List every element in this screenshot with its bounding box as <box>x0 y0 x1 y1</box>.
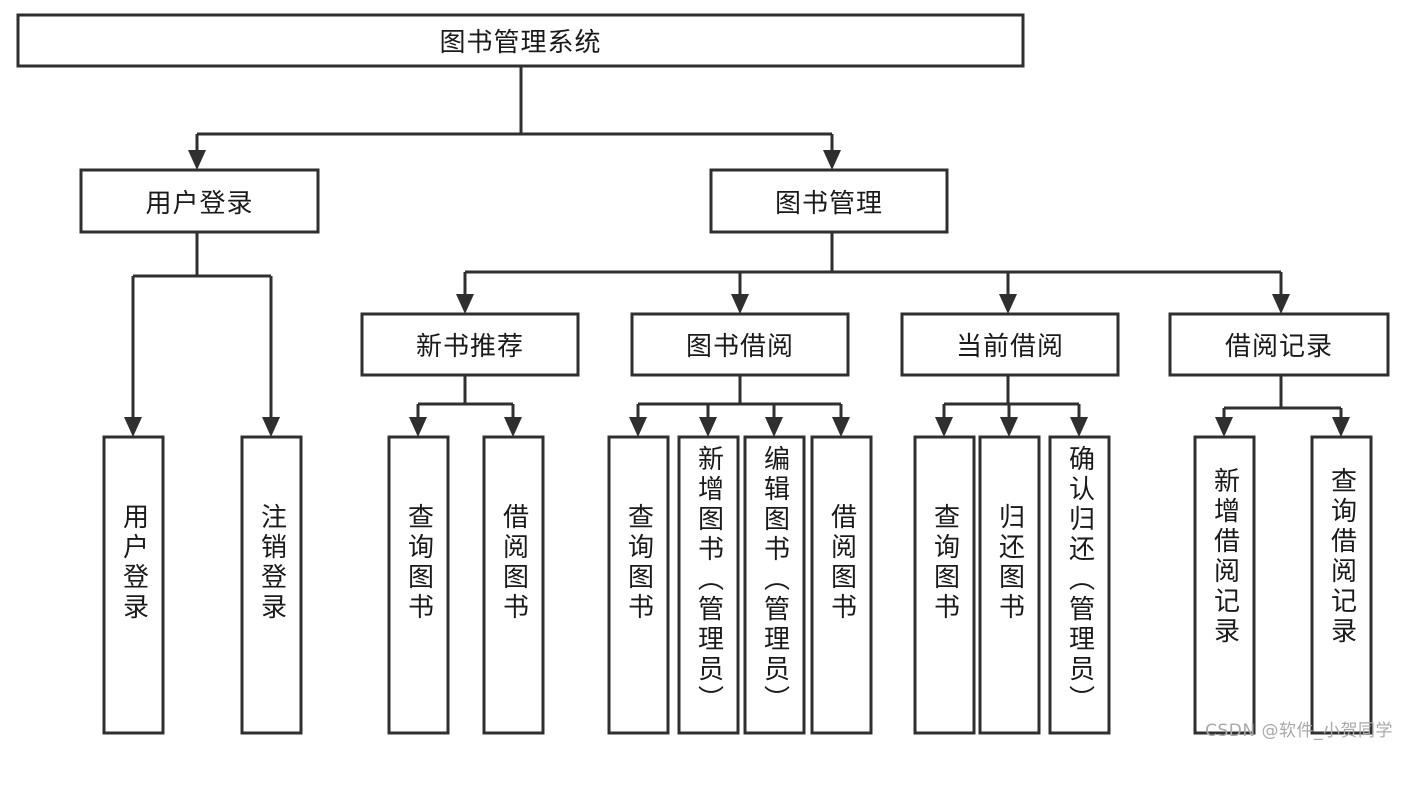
arrowhead-leaf-add-record <box>1215 417 1233 437</box>
arrowhead-bookmgmt <box>823 150 841 170</box>
node-box-records[interactable] <box>1168 312 1390 377</box>
node-box-book-mgmt[interactable] <box>709 168 949 234</box>
arrowhead-leaf-add-book <box>699 417 717 437</box>
arrowhead-leaf-query-book-c <box>935 417 953 437</box>
connectors <box>124 66 1350 437</box>
node-box-leaf-confirm-return[interactable] <box>1048 435 1111 735</box>
arrowhead-leaf-query-book-b <box>629 417 647 437</box>
node-box-current[interactable] <box>900 312 1120 377</box>
node-box-leaf-return-book[interactable] <box>978 435 1041 735</box>
arrowhead-leaf-borrow-book-a <box>504 417 522 437</box>
node-box-leaf-query-book-c[interactable] <box>913 435 976 735</box>
node-box-leaf-add-book[interactable] <box>677 435 740 735</box>
node-box-leaf-user-login[interactable] <box>102 435 165 735</box>
node-box-leaf-query-book-a[interactable] <box>387 435 450 735</box>
node-box-login[interactable] <box>79 168 320 234</box>
arrowhead-leaf-confirm-return <box>1070 417 1088 437</box>
node-box-leaf-borrow-book-a[interactable] <box>482 435 545 735</box>
node-box-new-books[interactable] <box>360 312 580 377</box>
node-boxes <box>16 13 1390 735</box>
arrowhead-leaf-return-book <box>1000 417 1018 437</box>
node-box-leaf-borrow-book-b[interactable] <box>810 435 873 735</box>
arrowhead-borrow <box>731 294 749 314</box>
arrowhead-leaf-edit-book <box>765 417 783 437</box>
flowchart-canvas: 图书管理系统 用户登录 图书管理 新书推荐 图书借阅 当前借阅 借阅记录 用户登… <box>16 13 1393 741</box>
arrowhead-leaf-query-record <box>1332 417 1350 437</box>
node-box-leaf-add-record[interactable] <box>1193 435 1256 735</box>
arrowhead-newbooks <box>456 294 474 314</box>
arrowhead-login <box>188 150 206 170</box>
arrowhead-leaf-query-book-a <box>409 417 427 437</box>
node-box-leaf-logout[interactable] <box>240 435 303 735</box>
node-box-leaf-query-book-b[interactable] <box>607 435 670 735</box>
node-box-borrow[interactable] <box>630 312 850 377</box>
arrowhead-records <box>1272 294 1290 314</box>
arrowhead-leaf-user-login <box>124 417 142 437</box>
node-box-leaf-query-record[interactable] <box>1310 435 1373 735</box>
node-box-leaf-edit-book[interactable] <box>743 435 806 735</box>
arrowhead-leaf-borrow-book-b <box>832 417 850 437</box>
arrowhead-leaf-logout <box>262 417 280 437</box>
hierarchy-svg <box>16 13 1390 735</box>
node-box-root[interactable] <box>16 13 1025 68</box>
arrowhead-current <box>999 294 1017 314</box>
